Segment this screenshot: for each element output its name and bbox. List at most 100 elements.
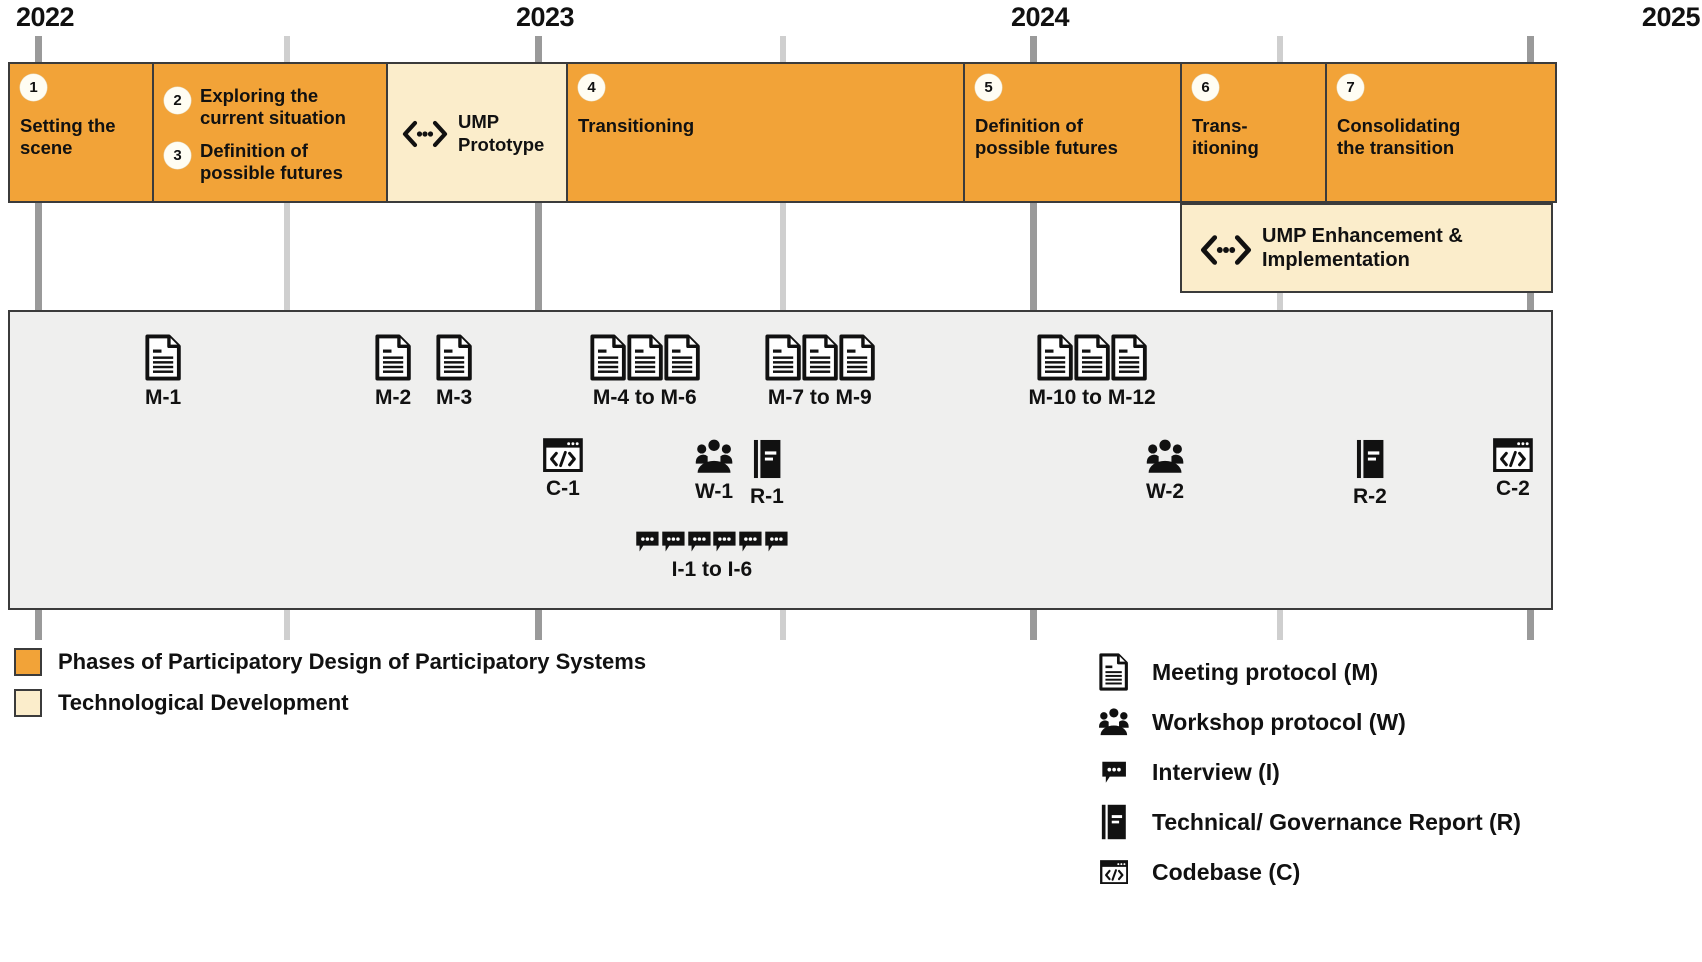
legend-item: Workshop protocol (W) [1096,705,1521,739]
evidence-group[interactable]: R-1 [750,438,784,509]
evidence-icons [145,334,181,381]
gridline-minor [780,203,786,312]
evidence-group[interactable]: M-2 [375,334,411,410]
evidence-label: W-2 [1146,479,1185,503]
evidence-label: M-2 [375,386,412,409]
evidence-group[interactable]: W-1 [692,438,736,504]
legend-item: Meeting protocol (M) [1096,653,1521,691]
codebase-icon [543,438,583,473]
document-icon [589,334,626,381]
interview-icon [687,530,712,553]
interview-icon [1101,760,1127,784]
phase-title: Definition of possible futures [200,140,343,183]
evidence-group[interactable]: M-7 to M-9 [764,334,876,410]
phase-title: Setting the scene [20,115,116,158]
evidence-group[interactable]: M-10 to M-12 [1029,334,1156,410]
document-icon [1074,334,1110,381]
tech-ump-enhancement[interactable]: UMP Enhancement & Implementation [1180,203,1553,293]
gridline-major [535,203,542,312]
interview-icon [738,530,763,553]
evidence-icons [753,438,782,480]
phase-5[interactable]: 5 Definition of possible futures [965,64,1182,201]
legend-label: Meeting protocol (M) [1152,658,1379,685]
legend-item: Technological Development [14,689,646,717]
year-label-2025: 2025 [1641,2,1701,32]
document-icon [664,334,700,381]
phase-number-badge: 3 [164,142,191,169]
evidence-icons [635,530,789,553]
evidence-icons [1356,438,1385,480]
report-icon [1356,438,1385,480]
cream-swatch-icon [14,689,42,717]
legend-label: Codebase (C) [1152,858,1301,885]
evidence-group[interactable]: M-3 [436,334,472,410]
legend-label: Phases of Participatory Design of Partic… [58,649,647,674]
phase-number-badge: 4 [578,74,605,101]
legend-icon-wrap [1096,859,1132,885]
evidence-icons [436,334,472,381]
document-icon [1037,334,1073,381]
legend-label: Technical/ Governance Report (R) [1152,808,1521,835]
phase-6[interactable]: 6 Trans- itioning [1182,64,1327,201]
gridline-major [1030,203,1037,312]
phase-1[interactable]: 1 Setting the scene [10,64,154,201]
orange-swatch-icon [14,648,42,676]
phase-band: 1 Setting the scene 2 Exploring the curr… [8,62,1557,203]
gridline-minor [284,608,290,640]
evidence-icons [1493,438,1533,473]
legend-item: Phases of Participatory Design of Partic… [14,648,646,676]
evidence-label: M-4 to M-6 [592,386,697,409]
evidence-group[interactable]: I-1 to I-6 [635,530,789,582]
phase-number-badge: 5 [975,74,1002,101]
interview-icon [712,530,737,553]
evidence-group[interactable]: C-1 [543,438,583,501]
code-chevron-icon [402,119,448,149]
legend-evidence-types: Meeting protocol (M) Workshop protocol (W… [1096,653,1521,905]
year-label-2024: 2024 [1011,2,1070,32]
evidence-label: R-1 [750,485,784,508]
evidence-group[interactable]: W-2 [1143,438,1187,504]
phase-title: Trans- itioning [1192,115,1259,158]
code-chevron-icon [1200,233,1251,265]
evidence-icons [543,438,583,473]
phase-3-row[interactable]: 3 Definition of possible futures [164,140,376,184]
evidence-label: C-2 [1496,477,1530,501]
document-icon [802,334,838,381]
report-icon [1101,803,1127,841]
report-icon [753,438,782,480]
phase-4[interactable]: 4 Transitioning [568,64,965,201]
gridline-minor [284,203,290,312]
gridline-major [1030,608,1037,640]
evidence-icons [1037,334,1148,381]
codebase-icon [1493,438,1533,473]
interview-icon [635,530,660,553]
gridline-minor [780,36,786,64]
evidence-icons [764,334,876,381]
evidence-label: M-10 to M-12 [1028,386,1156,409]
gridline-major [1527,608,1534,640]
evidence-group[interactable]: R-2 [1353,438,1387,509]
document-icon [436,334,472,381]
legend-label: Interview (I) [1152,758,1280,785]
phase-number-badge: 1 [20,74,47,101]
evidence-group[interactable]: C-2 [1493,438,1533,501]
gridline-major [535,36,542,64]
codebase-icon [1099,859,1129,885]
tech-ump-prototype[interactable]: UMP Prototype [388,64,568,201]
workshop-icon [1096,707,1132,737]
phase-7[interactable]: 7 Consolidating the transition [1327,64,1555,201]
interview-icon [764,530,789,553]
phase-2-row[interactable]: 2 Exploring the current situation [164,85,376,129]
legend-icon-wrap [1096,803,1132,841]
tech-label: UMP Prototype [458,111,545,155]
evidence-label: M-7 to M-9 [767,386,872,409]
phase-number-badge: 7 [1337,74,1364,101]
evidence-label: R-2 [1353,485,1387,508]
evidence-group[interactable]: M-1 [145,334,181,410]
evidence-group[interactable]: M-4 to M-6 [589,334,701,410]
phase-2-3[interactable]: 2 Exploring the current situation 3 Defi… [154,64,388,201]
legend-icon-wrap [1096,707,1132,737]
document-icon [839,334,875,381]
